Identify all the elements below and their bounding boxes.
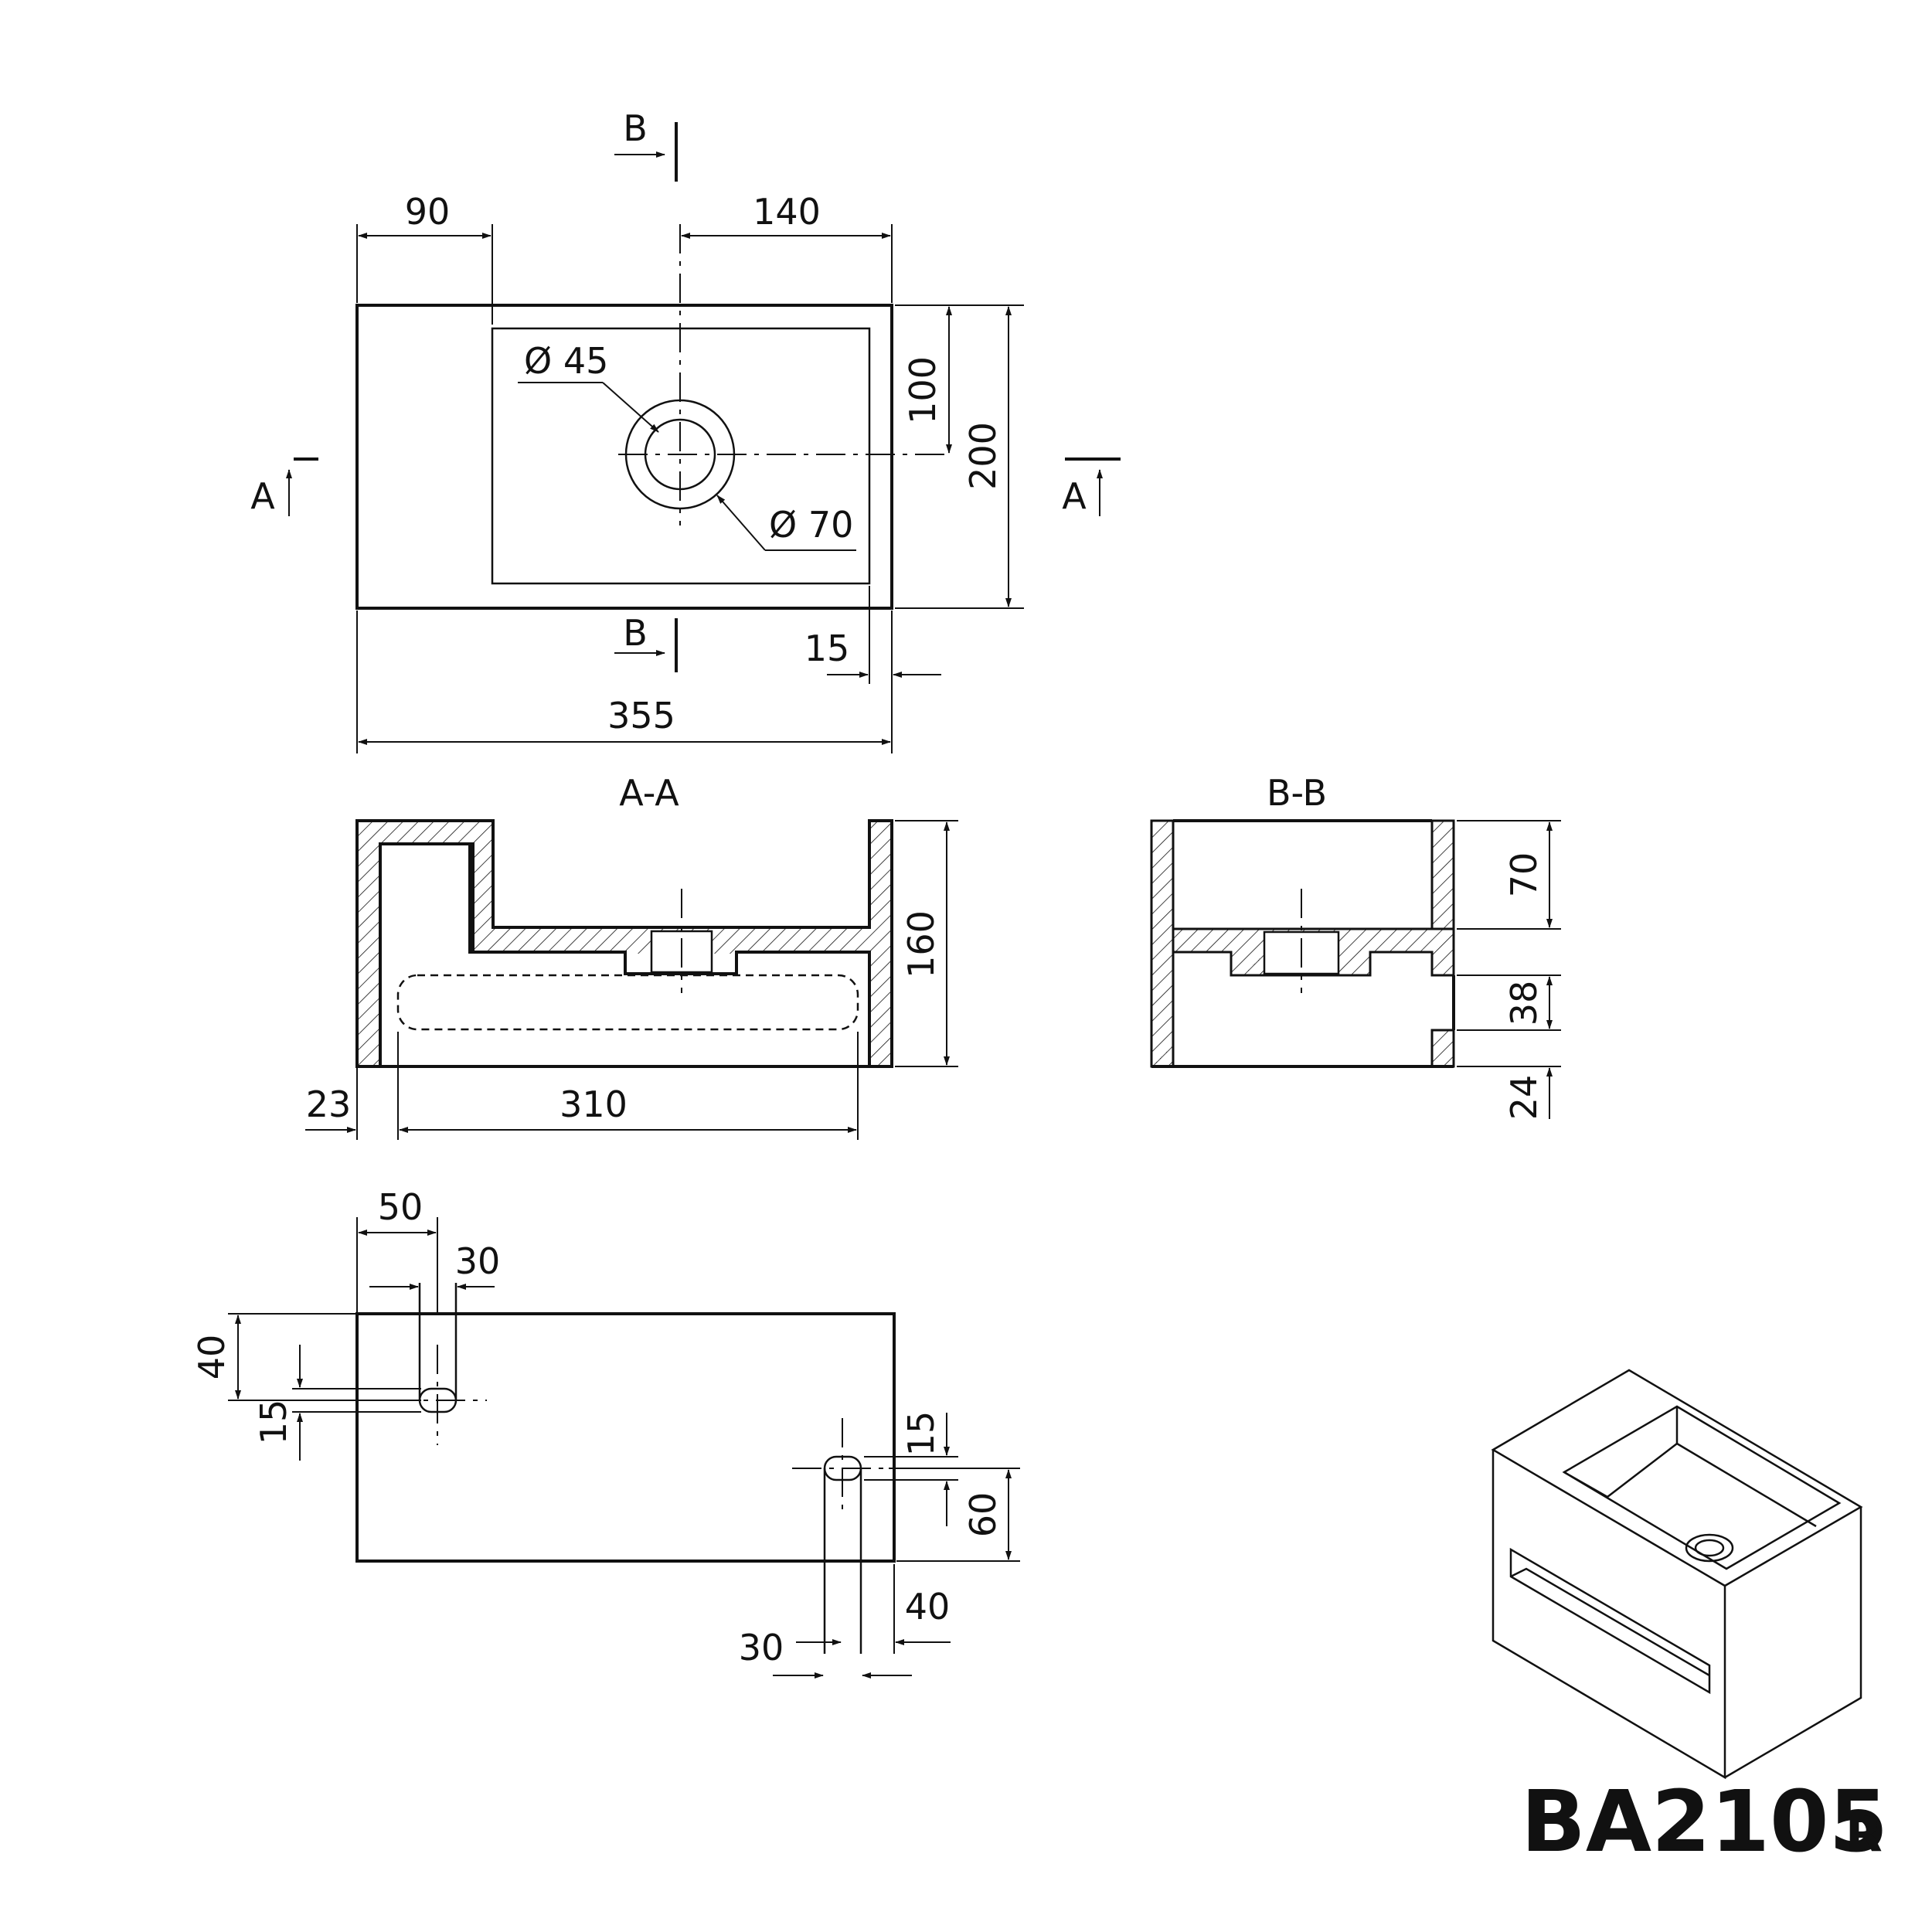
iso-front-face bbox=[1492, 1450, 1726, 1780]
dim-label-30-top: 30 bbox=[455, 1240, 501, 1282]
bb-left-wall bbox=[1150, 819, 1175, 1068]
dim-label-23: 23 bbox=[306, 1083, 352, 1125]
section-bb-title: B-B bbox=[1267, 772, 1327, 814]
iso-towel-slot-inner bbox=[1510, 1567, 1710, 1677]
dim-label-160: 160 bbox=[900, 910, 942, 978]
leader-arrow bbox=[716, 495, 766, 551]
bottom-view: 50 30 40 15 15 60 40 30 bbox=[191, 1186, 1020, 1679]
dim-label-90: 90 bbox=[405, 191, 451, 233]
iso-side-face bbox=[1724, 1507, 1862, 1779]
iso-basin-rim bbox=[1562, 1405, 1842, 1570]
iso-towel-slot bbox=[1509, 1547, 1711, 1695]
section-b-top: B bbox=[623, 107, 648, 149]
section-a-right: A bbox=[1062, 475, 1087, 517]
inner-edge bbox=[473, 951, 869, 975]
iso-basin-inner bbox=[1675, 1406, 1817, 1528]
iso-basin-inner bbox=[1563, 1443, 1678, 1498]
leader-arrow bbox=[602, 382, 659, 433]
iso-drain-inner bbox=[1694, 1539, 1725, 1557]
dim-label-100: 100 bbox=[902, 356, 944, 424]
dim-label-40-left: 40 bbox=[191, 1335, 233, 1380]
section-aa-title: A-A bbox=[619, 772, 679, 814]
product-variant: R bbox=[1845, 1806, 1883, 1862]
dim-label-140: 140 bbox=[753, 191, 821, 233]
section-b-bottom: B bbox=[623, 612, 648, 654]
dim-label-30-bottom: 30 bbox=[739, 1627, 784, 1668]
dim-label-50: 50 bbox=[378, 1186, 423, 1228]
dim-label-355: 355 bbox=[607, 695, 675, 736]
top-outline bbox=[355, 304, 893, 610]
drain-outer-label: Ø 70 bbox=[769, 504, 853, 546]
dim-label-70: 70 bbox=[1503, 852, 1545, 898]
inner-edge bbox=[382, 842, 474, 952]
top-view: 90 140 100 200 15 355 Ø 45 Ø 70 bbox=[250, 107, 1121, 753]
dim-label-38: 38 bbox=[1503, 981, 1545, 1026]
drain-inner-label: Ø 45 bbox=[524, 340, 608, 382]
bb-right-wall-bottom bbox=[1430, 1029, 1455, 1068]
dim-label-15: 15 bbox=[804, 628, 850, 669]
isometric-view bbox=[1491, 1369, 1863, 1780]
section-aa: A-A 160 23 310 bbox=[305, 772, 958, 1140]
section-a-left: A bbox=[250, 475, 275, 517]
dim-label-310: 310 bbox=[560, 1083, 628, 1125]
dim-label-24: 24 bbox=[1503, 1075, 1545, 1121]
section-bb: B-B 70 38 24 bbox=[1150, 772, 1561, 1121]
towel-slot-hidden bbox=[396, 974, 859, 1031]
dim-label-40-right: 40 bbox=[905, 1586, 951, 1628]
iso-top-face bbox=[1491, 1369, 1863, 1587]
bb-right-wall-top bbox=[1430, 819, 1455, 930]
dim-label-15-right: 15 bbox=[900, 1411, 942, 1457]
iso-drain-outer bbox=[1685, 1533, 1734, 1563]
bottom-outline bbox=[355, 1312, 896, 1563]
dim-label-15-left: 15 bbox=[253, 1400, 294, 1445]
void-left bbox=[382, 845, 468, 1065]
dim-label-200: 200 bbox=[962, 422, 1004, 490]
product-code: BA2105 bbox=[1521, 1772, 1888, 1871]
dim-label-60: 60 bbox=[962, 1492, 1004, 1538]
